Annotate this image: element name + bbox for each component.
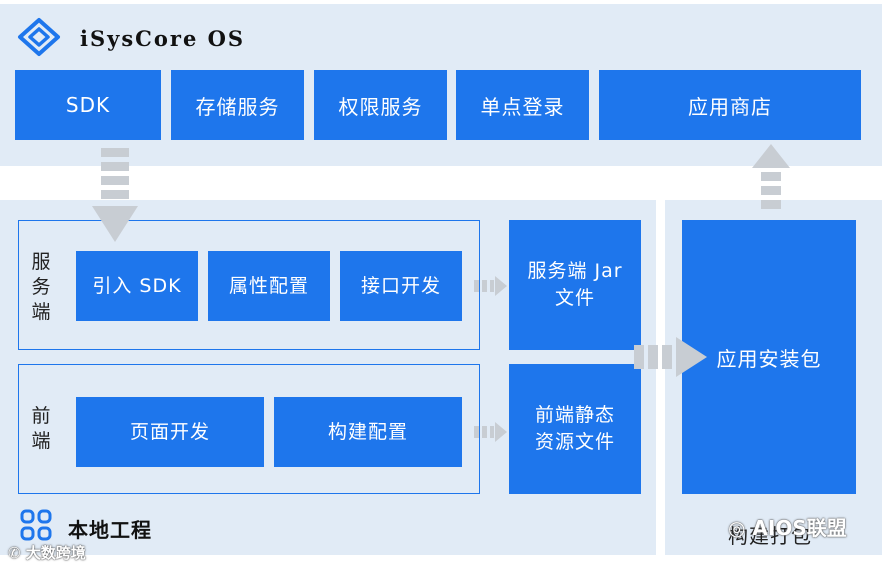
frontend-group — [18, 364, 480, 494]
arrow-to-package — [634, 337, 707, 377]
wechat-icon: ◎ — [728, 516, 753, 540]
app-package-box: 应用安装包 — [682, 220, 856, 494]
watermark-right: ◎ AIOS联盟 — [728, 516, 847, 540]
isyscore-logo-icon — [18, 18, 60, 56]
wechat-icon: ✆ — [8, 544, 26, 562]
service-sdk: SDK — [15, 70, 161, 140]
platform-title: iSysCore OS — [80, 26, 246, 51]
step-import-sdk: 引入 SDK — [76, 251, 198, 321]
service-app-store: 应用商店 — [599, 70, 861, 140]
arrow-server-to-jar — [474, 276, 507, 296]
arrow-frontend-to-static — [474, 422, 507, 442]
arrow-package-to-store — [752, 144, 790, 209]
grid-icon — [20, 509, 52, 541]
step-property-config: 属性配置 — [208, 251, 330, 321]
server-jar-output: 服务端 Jar 文件 — [509, 220, 641, 350]
server-side-group — [18, 220, 480, 350]
step-page-dev: 页面开发 — [76, 397, 264, 467]
local-project-title: 本地工程 — [68, 518, 152, 542]
arrow-sdk-down — [92, 148, 138, 242]
frontend-label: 前 端 — [31, 405, 51, 452]
step-build-config: 构建配置 — [274, 397, 462, 467]
step-api-dev: 接口开发 — [340, 251, 462, 321]
service-permission: 权限服务 — [314, 70, 447, 140]
server-side-label: 服 务 端 — [31, 251, 51, 323]
service-storage: 存储服务 — [171, 70, 304, 140]
package-footer-label: 构建打包 — [728, 524, 812, 548]
service-sso: 单点登录 — [456, 70, 589, 140]
frontend-static-output: 前端静态 资源文件 — [509, 364, 641, 494]
watermark-left: ✆ 大数跨境 — [8, 544, 86, 562]
